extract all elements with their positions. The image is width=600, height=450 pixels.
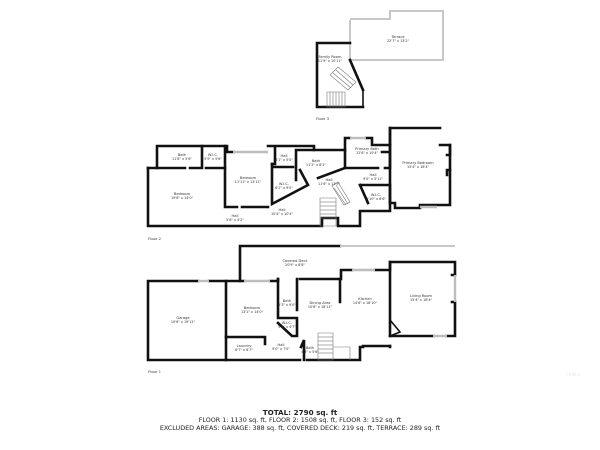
wic-walls bbox=[270, 162, 310, 207]
room-dims: 11'6" x 13'9" bbox=[318, 182, 341, 186]
floor-label: Floor 2 bbox=[148, 236, 162, 241]
room-name: Kitchen bbox=[358, 297, 372, 301]
floor-2-top-walls bbox=[146, 126, 442, 170]
room-dims: 22'7" x 13'2" bbox=[387, 39, 410, 43]
room-name: W.I.C. bbox=[208, 153, 218, 157]
room-dims: 19'8" x 14'0" bbox=[171, 196, 194, 200]
room-dims: 9'10" x 6'6" bbox=[366, 197, 386, 201]
room-dims: 5'9" x 5'6" bbox=[204, 157, 222, 161]
room-dims: 4'3" x 5'6" bbox=[301, 350, 319, 354]
room-name: Bath bbox=[306, 346, 314, 350]
room-dims: 11'9" x 10'11" bbox=[318, 59, 343, 63]
room-name: W.I.C. bbox=[279, 182, 289, 186]
room-name: Bedroom bbox=[174, 192, 191, 196]
primary-bedroom-walls bbox=[388, 126, 452, 205]
floor-1-stairs bbox=[317, 332, 351, 361]
room-dims: 4'1" x 5'5" bbox=[275, 158, 293, 162]
room-name: Primary Bath bbox=[355, 147, 378, 151]
room-name: Bath bbox=[312, 159, 320, 163]
room-name: Garage bbox=[176, 316, 190, 320]
room-name: Bedroom bbox=[244, 306, 261, 310]
floor-2-exterior-walls bbox=[146, 143, 452, 228]
hall-bath-walls bbox=[295, 277, 306, 362]
bedroom-walls bbox=[224, 277, 299, 346]
floor-1: Covered Deck 20'9" x 8'8" Garage 19'6" x… bbox=[146, 244, 457, 374]
room-name: Hall bbox=[279, 208, 286, 212]
room-name: Hall bbox=[232, 214, 239, 218]
room-name: Living Room bbox=[410, 294, 433, 298]
fireplace bbox=[389, 317, 402, 338]
floor-3-stairs bbox=[326, 66, 357, 108]
total-area: TOTAL: 2790 sq. ft bbox=[262, 408, 338, 417]
floor-label: Floor 3 bbox=[316, 116, 330, 121]
room-dims: 15'4" x 18'4" bbox=[407, 165, 430, 169]
room-dims: 5'3" x 4'7" bbox=[278, 325, 296, 329]
room-dims: 5'6" x 4'2" bbox=[226, 218, 244, 222]
bath-wic-walls bbox=[155, 144, 227, 170]
room-dims: 14'6" x 18'10" bbox=[353, 301, 378, 305]
room-name: Hall bbox=[326, 178, 333, 182]
floor-2: Bath 11'8" x 5'6" W.I.C. 5'9" x 5'6" Bed… bbox=[146, 126, 452, 241]
covered-deck-walls bbox=[238, 244, 342, 283]
floor-2-stairs bbox=[319, 181, 351, 227]
room-name: Terrace bbox=[390, 35, 405, 39]
room-name: Dining Area bbox=[309, 301, 330, 305]
room-dims: 11'8" x 5'6" bbox=[172, 157, 192, 161]
room-name: Hall bbox=[281, 154, 288, 158]
room-name: Primary Bedroom bbox=[402, 161, 434, 165]
room-name: Bath bbox=[178, 153, 186, 157]
room-name: W.I.C. bbox=[371, 193, 381, 197]
room-name: W.I.C. bbox=[282, 321, 292, 325]
room-dims: 13'1" x 14'0" bbox=[241, 310, 264, 314]
room-dims: 9'0" x 7'0" bbox=[272, 347, 290, 351]
floor-3: Terrace 22'7" x 13'2" Family Room 11'9" … bbox=[315, 10, 444, 121]
room-name: Bedroom bbox=[240, 176, 257, 180]
room-name: Bath bbox=[283, 299, 291, 303]
room-dims: 11'2" x 8'2" bbox=[306, 163, 326, 167]
floor-label: Floor 1 bbox=[148, 369, 162, 374]
room-dims: 10'6" x 18'11" bbox=[308, 305, 333, 309]
room-dims: 12'8" x 10'4" bbox=[356, 151, 379, 155]
room-dims: 15'4" x 18'4" bbox=[410, 298, 433, 302]
floor-areas: FLOOR 1: 1130 sq. ft, FLOOR 2: 1508 sq. … bbox=[198, 416, 402, 424]
room-dims: 10'4" x 10'4" bbox=[271, 212, 294, 216]
room-name: Family Room bbox=[319, 55, 342, 59]
room-dims: 5'3" x 9'0" bbox=[278, 303, 296, 307]
room-dims: 20'9" x 8'8" bbox=[285, 263, 305, 267]
room-dims: 19'6" x 19'11" bbox=[171, 320, 196, 324]
room-name: Laundry bbox=[237, 344, 253, 348]
bedroom-2-walls bbox=[223, 144, 270, 209]
watermark: CRMLS bbox=[566, 372, 580, 377]
room-name: Hall bbox=[370, 173, 377, 177]
room-dims: 6'2" x 9'0" bbox=[275, 186, 293, 190]
excluded-areas: EXCLUDED AREAS: GARAGE: 388 sq. ft, COVE… bbox=[159, 424, 441, 432]
room-dims: 6'7" x 6'7" bbox=[235, 348, 253, 352]
room-name: Covered Deck bbox=[282, 259, 308, 263]
room-dims: 9'0" x 3'11" bbox=[363, 177, 383, 181]
room-name: Hall bbox=[278, 343, 285, 347]
stair-wall bbox=[348, 58, 365, 92]
room-dims: 11'11" x 13'11" bbox=[235, 180, 262, 184]
